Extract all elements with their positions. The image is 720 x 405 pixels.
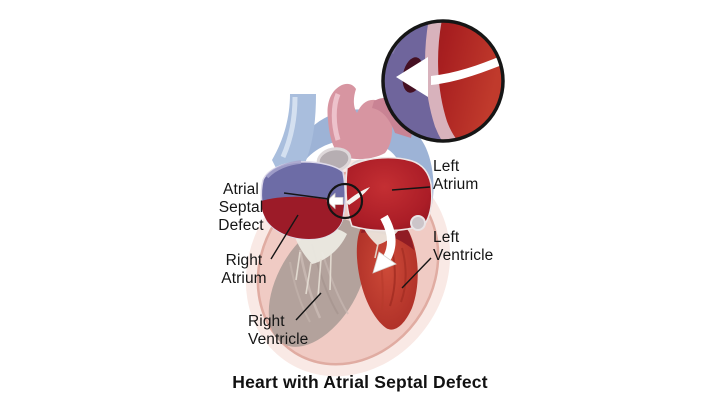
chordae xyxy=(295,251,301,281)
lv-texture xyxy=(400,247,407,303)
leader-line-left-ventricle xyxy=(401,257,432,289)
label-left-atrium: Left Atrium xyxy=(433,158,479,193)
left-atrium-chamber xyxy=(345,156,433,232)
inset-flow-arrow-tail xyxy=(431,53,503,85)
inset-circle-border xyxy=(381,19,505,143)
inset-septum-band xyxy=(425,21,466,141)
ventricle-flow-arrow-head xyxy=(372,251,397,274)
right-ventricle-chamber xyxy=(268,219,368,347)
coronary-sinus-opening xyxy=(410,215,426,231)
leader-line-right-ventricle xyxy=(295,292,322,321)
left-ventricle-cavity xyxy=(356,217,418,330)
label-right-atrium: Right Atrium xyxy=(221,252,267,287)
vena-cava-highlight xyxy=(280,96,298,159)
chordae xyxy=(305,262,312,295)
defect-highlight-circle xyxy=(326,182,364,220)
septal-defect-highlight xyxy=(326,182,370,220)
leader-line-atrial-septal-defect xyxy=(283,192,330,200)
defect-flow-arrow-icon xyxy=(326,192,344,210)
ventricle-flow-arrow-icon xyxy=(372,214,397,274)
label-left-ventricle: Left Ventricle xyxy=(433,229,494,264)
label-atrial-septal-defect: Atrial Septal Defect xyxy=(218,181,264,234)
right-atrium-highlight xyxy=(265,160,302,179)
ventricle-flow-arrow-tail xyxy=(380,214,396,261)
septum-flap xyxy=(346,187,370,205)
leader-lines xyxy=(270,186,432,321)
right-atrium-blood xyxy=(261,196,344,239)
inset-flow-arrow-head xyxy=(396,57,428,97)
label-right-ventricle: Right Ventricle xyxy=(248,313,309,348)
right-atrium-chamber xyxy=(260,160,346,240)
pulmonary-trunk-highlight xyxy=(331,93,341,141)
leader-line-right-atrium xyxy=(270,214,299,260)
inset-magnifier xyxy=(381,19,505,143)
chordae xyxy=(329,253,332,291)
chordae xyxy=(374,243,379,259)
leader-line-left-atrium xyxy=(391,186,431,191)
right-ventricle-cavity xyxy=(268,219,368,347)
chordae xyxy=(317,258,322,298)
rv-texture xyxy=(289,261,311,323)
aortic-arch xyxy=(292,109,434,226)
figure-caption: Heart with Atrial Septal Defect xyxy=(232,372,488,392)
